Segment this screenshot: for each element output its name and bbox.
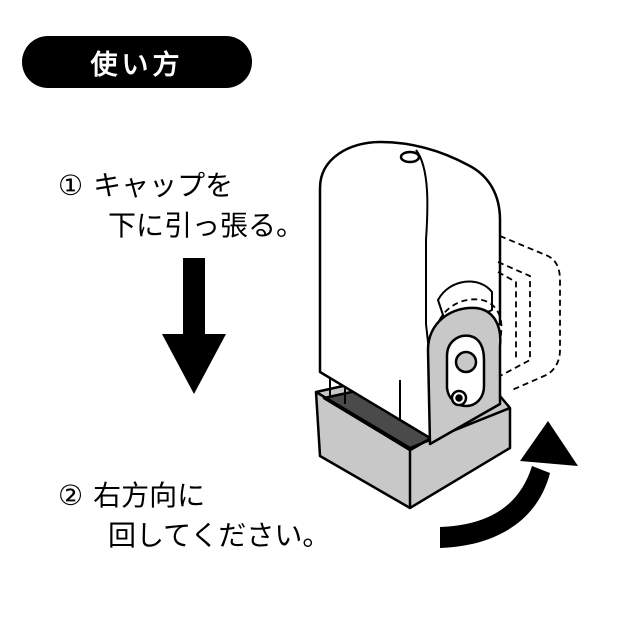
step-1-text-2: 下に引っ張る。 [108,209,305,242]
step-2-text-2: 回してください。 [108,519,331,552]
step-2-line-1: ② 右方向に [58,476,330,516]
step-1-number: ① [58,169,84,202]
step-2-instruction: ② 右方向に 回してください。 [58,476,330,556]
page-title: 使い方 [90,49,184,81]
step-2-number: ② [58,479,84,512]
step-1-text-1: キャップを [93,169,234,202]
step-2-text-1: 右方向に [93,479,206,512]
side-plate [426,306,502,446]
stamp-body [318,140,502,440]
curved-right-arrow-icon [440,421,578,548]
down-arrow-icon [162,258,226,394]
stamp-illustration [314,140,561,510]
step-1-line-1: ① キャップを [58,166,304,206]
step-1-instruction: ① キャップを 下に引っ張る。 [58,166,304,246]
title-badge: 使い方 [22,36,252,88]
